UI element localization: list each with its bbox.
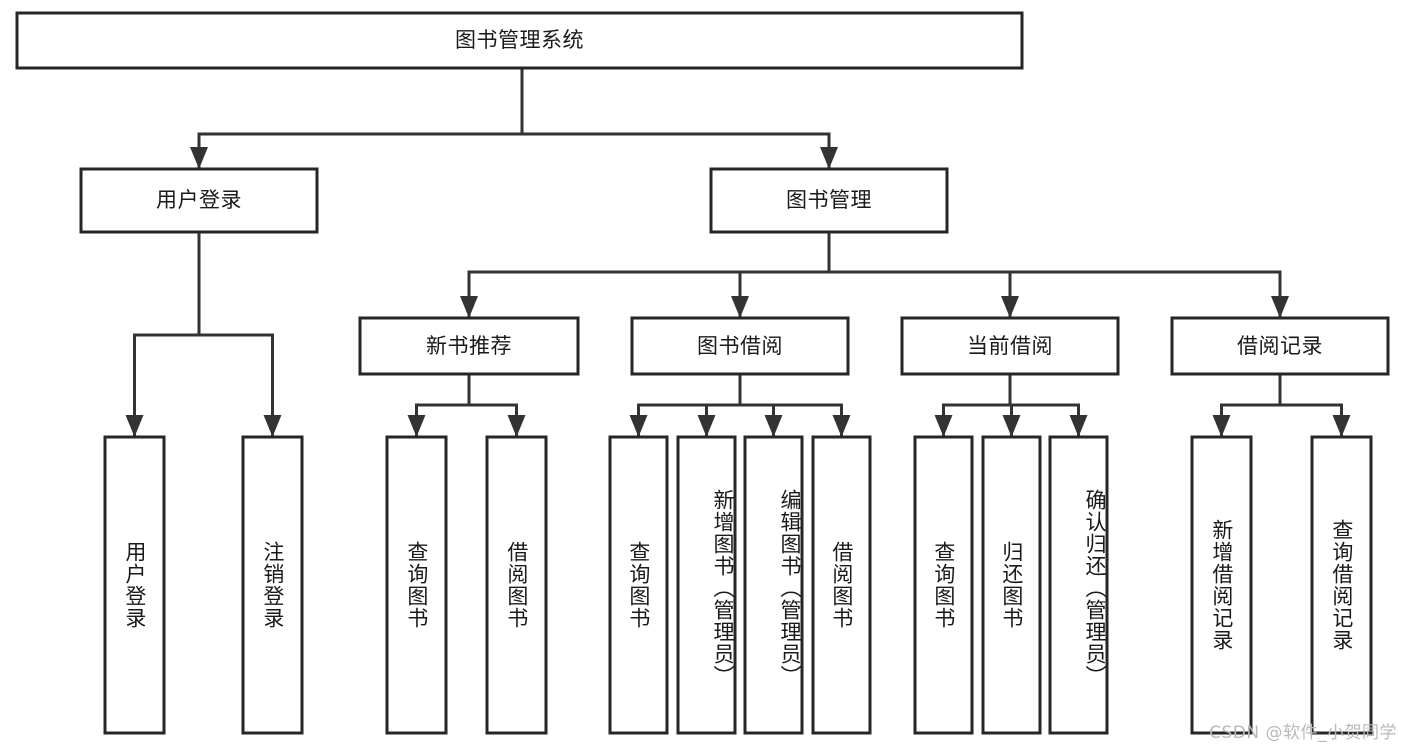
arrow-head-icon [1271,296,1289,318]
node-box-book-borrow[interactable] [630,316,850,376]
arrow-head-icon [731,296,749,318]
arrow-head-icon [407,415,426,437]
arrow-head-icon [460,296,478,318]
arrow-head-icon [764,415,783,437]
arrow-head-icon [820,147,838,169]
node-box-group [15,11,1390,735]
arrow-head-icon [1001,296,1019,318]
node-box-leaf-add-borrow-record[interactable] [1190,435,1253,735]
arrow-head-icon [934,415,953,437]
node-box-leaf-edit-book-admin[interactable] [743,435,804,735]
arrow-head-icon [1212,415,1231,437]
node-box-root[interactable] [15,11,1024,70]
node-box-leaf-confirm-return-admin[interactable] [1048,435,1109,735]
arrow-head-icon [1332,415,1351,437]
node-box-current-borrow[interactable] [900,316,1120,376]
arrow-head-icon [1002,415,1021,437]
node-box-borrow-record[interactable] [1170,316,1390,376]
node-box-leaf-user-logout[interactable] [241,435,304,735]
node-box-leaf-query-book-2[interactable] [608,435,669,735]
node-box-leaf-return-book[interactable] [981,435,1042,735]
arrow-head-icon [190,147,208,169]
arrow-head-icon [125,415,144,437]
node-box-new-book-recommend[interactable] [358,316,580,376]
node-box-leaf-borrow-book-1[interactable] [485,435,548,735]
node-box-user-login[interactable] [79,167,319,234]
node-box-leaf-query-borrow-record[interactable] [1310,435,1373,735]
node-box-leaf-add-book-admin[interactable] [676,435,737,735]
node-box-leaf-user-login[interactable] [103,435,166,735]
node-box-book-manage[interactable] [709,167,949,234]
node-box-leaf-borrow-book-2[interactable] [811,435,872,735]
node-box-leaf-query-book-1[interactable] [385,435,448,735]
arrow-head-icon [263,415,282,437]
node-box-leaf-query-book-3[interactable] [913,435,974,735]
connector-group [125,66,1351,439]
watermark-text: CSDN @软件_小贺同学 [1209,723,1397,743]
arrow-head-icon [832,415,851,437]
arrow-head-icon [629,415,648,437]
arrow-head-icon [1069,415,1088,437]
arrow-head-icon [697,415,716,437]
arrow-head-icon [507,415,526,437]
